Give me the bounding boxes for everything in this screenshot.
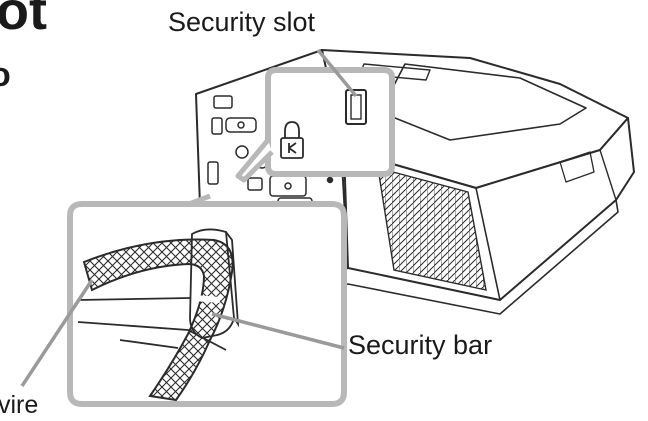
security-bar-callout: [22, 196, 344, 404]
wire-label-fragment: vire: [0, 393, 38, 418]
heading-fragment: ot: [0, 0, 47, 38]
security-slot-label: Security slot: [168, 9, 315, 36]
security-bar-label: Security bar: [348, 332, 492, 359]
edge-text-fragment-1: o: [0, 58, 11, 92]
